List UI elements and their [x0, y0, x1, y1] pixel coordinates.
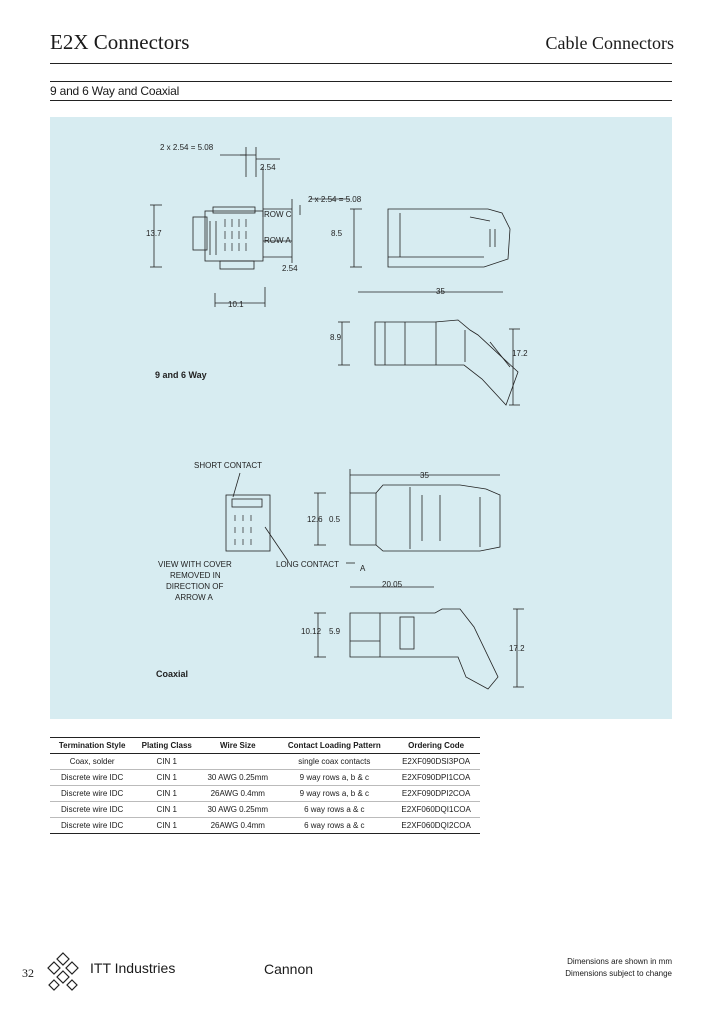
page-number: 32 — [22, 966, 34, 980]
dim-10-12: 10.12 — [301, 627, 322, 636]
cell-wire-size: 26AWG 0.4mm — [199, 785, 277, 802]
cell-ordering-code: E2XF090DPI2COA — [392, 785, 480, 802]
face-view-coaxial — [225, 472, 289, 562]
caption-9-6-way: 9 and 6 Way — [155, 370, 207, 380]
itt-logo-icon — [47, 952, 79, 991]
cell-contact-loading-pattern: 6 way rows a & c — [276, 817, 393, 834]
table-header-row: Termination Style Plating Class Wire Siz… — [50, 737, 480, 754]
table-row: Discrete wire IDC CIN 1 26AWG 0.4mm 6 wa… — [50, 817, 480, 834]
front-view-9-6-way — [150, 147, 301, 307]
view-note-line-1: VIEW WITH COVER — [158, 560, 232, 569]
table-row: Discrete wire IDC CIN 1 30 AWG 0.25mm 6 … — [50, 801, 480, 818]
dim-pitch-right: 2 x 2.54 = 5.08 — [308, 195, 362, 204]
cell-plating-class: CIN 1 — [134, 817, 200, 834]
ordering-table: Termination Style Plating Class Wire Siz… — [50, 737, 480, 834]
header-contact-loading-pattern: Contact Loading Pattern — [276, 737, 393, 754]
cell-plating-class: CIN 1 — [134, 753, 200, 770]
cell-ordering-code: E2XF090DSI3POA — [392, 753, 480, 770]
section-rule-bottom — [50, 100, 672, 101]
change-note: Dimensions subject to change — [565, 969, 672, 978]
view-note-line-4: ARROW A — [175, 593, 213, 602]
dim-12-6: 12.6 — [307, 515, 323, 524]
dim-20-05: 20.05 — [382, 580, 403, 589]
dim-0-5: 0.5 — [329, 515, 341, 524]
cell-ordering-code: E2XF060DQI1COA — [392, 801, 480, 818]
dim-35-top: 35 — [436, 287, 445, 296]
cell-termination-style: Discrete wire IDC — [50, 817, 135, 834]
plan-view-coaxial — [314, 608, 524, 690]
arrow-a-label: A — [360, 564, 366, 573]
cell-ordering-code: E2XF090DPI1COA — [392, 769, 480, 786]
technical-drawing — [150, 147, 524, 690]
side-view-coaxial — [314, 469, 501, 588]
cell-wire-size: 30 AWG 0.25mm — [199, 801, 277, 818]
cell-contact-loading-pattern: 9 way rows a, b & c — [276, 769, 393, 786]
view-note-line-2: REMOVED IN — [170, 571, 221, 580]
side-view-9-6-way — [310, 198, 511, 293]
dim-13-7: 13.7 — [146, 229, 162, 238]
cell-plating-class: CIN 1 — [134, 785, 200, 802]
long-contact-label: LONG CONTACT — [276, 560, 339, 569]
cell-ordering-code: E2XF060DQI2COA — [392, 817, 480, 834]
dimensions-note: Dimensions are shown in mm — [567, 957, 672, 966]
header-wire-size: Wire Size — [199, 737, 277, 754]
dim-10-1: 10.1 — [228, 300, 244, 309]
cell-plating-class: CIN 1 — [134, 801, 200, 818]
cell-contact-loading-pattern: single coax contacts — [276, 753, 393, 770]
drawing-panel: 2 x 2.54 = 5.08 2.54 2 x 2.54 = 5.08 ROW… — [50, 117, 672, 719]
brand-name: ITT Industries — [90, 960, 176, 976]
header-plating-class: Plating Class — [134, 737, 200, 754]
cell-wire-size — [199, 753, 277, 770]
dim-17-2-bottom: 17.2 — [509, 644, 525, 653]
table-row: Discrete wire IDC CIN 1 26AWG 0.4mm 9 wa… — [50, 785, 480, 802]
dim-8-5: 8.5 — [331, 229, 343, 238]
cell-contact-loading-pattern: 9 way rows a, b & c — [276, 785, 393, 802]
dim-8-9: 8.9 — [330, 333, 342, 342]
cell-termination-style: Discrete wire IDC — [50, 785, 135, 802]
section-title: 9 and 6 Way and Coaxial — [50, 84, 180, 98]
row-c-label: ROW C — [264, 210, 292, 219]
table-row: Coax, solder CIN 1 single coax contacts … — [50, 753, 480, 770]
header-ordering-code: Ordering Code — [392, 737, 480, 754]
row-a-label: ROW A — [264, 236, 291, 245]
header-termination-style: Termination Style — [50, 737, 135, 754]
cell-plating-class: CIN 1 — [134, 769, 200, 786]
caption-coaxial: Coaxial — [156, 669, 189, 679]
cell-wire-size: 30 AWG 0.25mm — [199, 769, 277, 786]
table-row: Discrete wire IDC CIN 1 30 AWG 0.25mm 9 … — [50, 769, 480, 786]
cell-termination-style: Discrete wire IDC — [50, 769, 135, 786]
dim-2-54-top: 2.54 — [260, 163, 276, 172]
header-rule — [50, 63, 672, 64]
dim-35-bottom: 35 — [420, 471, 429, 480]
dim-5-9: 5.9 — [329, 627, 341, 636]
page-category: Cable Connectors — [545, 33, 674, 53]
short-contact-label: SHORT CONTACT — [194, 461, 263, 470]
cell-contact-loading-pattern: 6 way rows a & c — [276, 801, 393, 818]
page-title: E2X Connectors — [50, 30, 190, 54]
dim-pitch-top: 2 x 2.54 = 5.08 — [160, 143, 214, 152]
product-line: Cannon — [264, 961, 314, 977]
dim-2-54-bottom: 2.54 — [282, 264, 298, 273]
view-note-line-3: DIRECTION OF — [166, 582, 224, 591]
dim-17-2-top: 17.2 — [512, 349, 528, 358]
plan-view-9-6-way — [338, 319, 520, 406]
cell-wire-size: 26AWG 0.4mm — [199, 817, 277, 834]
cell-termination-style: Discrete wire IDC — [50, 801, 135, 818]
cell-termination-style: Coax, solder — [50, 753, 135, 770]
section-rule-top — [50, 81, 672, 82]
